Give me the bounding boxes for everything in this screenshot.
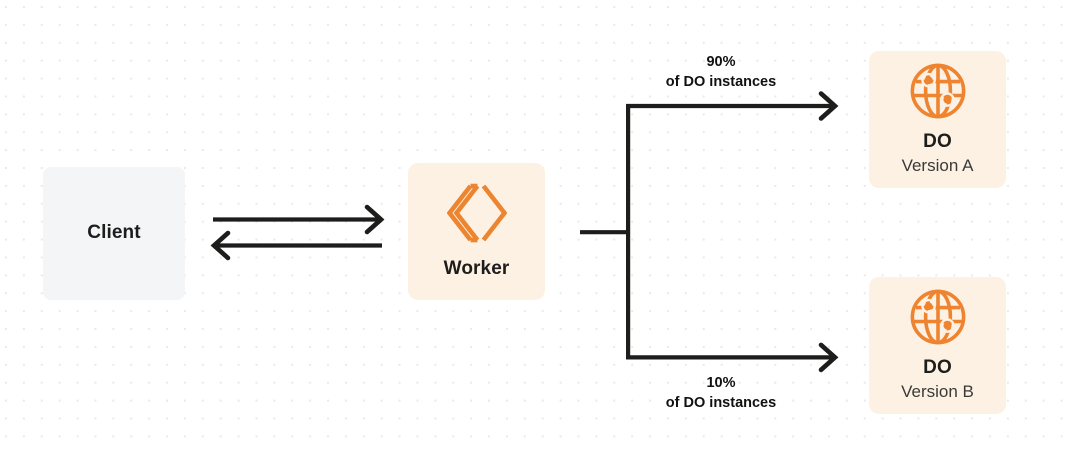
node-do-a-label: DO [923, 131, 952, 153]
node-do-version-a[interactable]: DO Version A [869, 51, 1006, 188]
edge-label-do-a-description: of DO instances [665, 74, 777, 90]
edge-label-do-b-description: of DO instances [665, 395, 777, 411]
node-worker[interactable]: Worker [408, 163, 545, 300]
branch-connector [580, 103, 832, 360]
arrowhead-to-do-a [818, 91, 839, 121]
node-do-version-b[interactable]: DO Version B [869, 277, 1006, 414]
arrow-worker-to-client [210, 230, 382, 261]
edge-label-do-b-percent: 10% [706, 375, 736, 391]
durable-object-globe-icon [909, 288, 967, 346]
edge-label-do-a: 90% of DO instances [656, 52, 786, 92]
node-do-b-label: DO [923, 357, 952, 379]
node-client[interactable]: Client [43, 167, 185, 300]
node-worker-label: Worker [443, 258, 510, 280]
edge-label-do-b: 10% of DO instances [656, 373, 786, 413]
node-do-a-sublabel: Version A [901, 156, 974, 176]
durable-object-globe-icon [909, 62, 967, 120]
cloudflare-workers-icon [446, 182, 507, 244]
arrowhead-to-do-b [818, 342, 839, 373]
arrow-client-to-worker [213, 204, 385, 235]
node-do-b-sublabel: Version B [901, 382, 974, 402]
node-client-label: Client [87, 222, 141, 244]
edge-label-do-a-percent: 90% [706, 54, 736, 70]
